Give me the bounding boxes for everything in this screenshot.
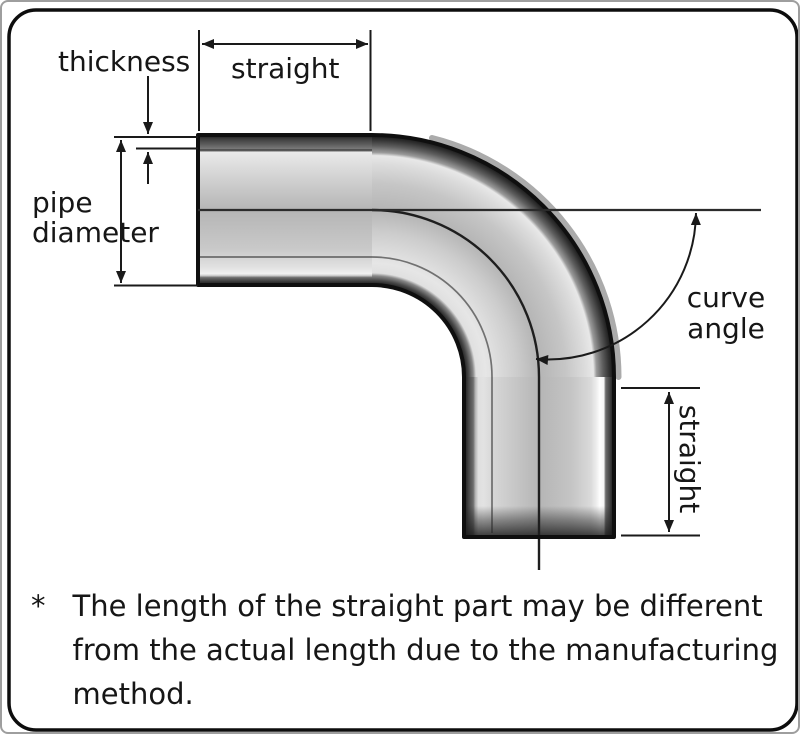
curve-angle-label: curve angle — [686, 281, 766, 345]
straight-top-dimension — [198, 30, 372, 131]
footnote-line: method. — [72, 677, 194, 711]
footnote-line: from the actual length due to the manufa… — [72, 633, 779, 667]
curve-angle-arc — [535, 212, 701, 365]
pipe-seam-line — [198, 256, 493, 533]
straight-bottom-dimension — [621, 387, 700, 537]
footnote-text: The length of the straight part may be d… — [73, 584, 779, 716]
diagram-border — [7, 8, 798, 732]
straight-top-label: straight — [231, 52, 340, 85]
straight-bottom-label: straight — [673, 404, 706, 514]
footnote: * The length of the straight part may be… — [31, 584, 778, 716]
thickness-label: thickness — [58, 45, 191, 78]
footnote-marker: * — [31, 589, 46, 623]
footnote-line: The length of the straight part may be d… — [72, 589, 763, 623]
pipe-bend-segment — [372, 135, 614, 377]
pipe-diameter-dimension — [114, 140, 198, 287]
pipe — [196, 133, 761, 570]
pipe-diameter-label: pipe diameter — [32, 186, 159, 249]
dimensions — [114, 30, 701, 537]
thickness-dimension — [114, 76, 198, 184]
